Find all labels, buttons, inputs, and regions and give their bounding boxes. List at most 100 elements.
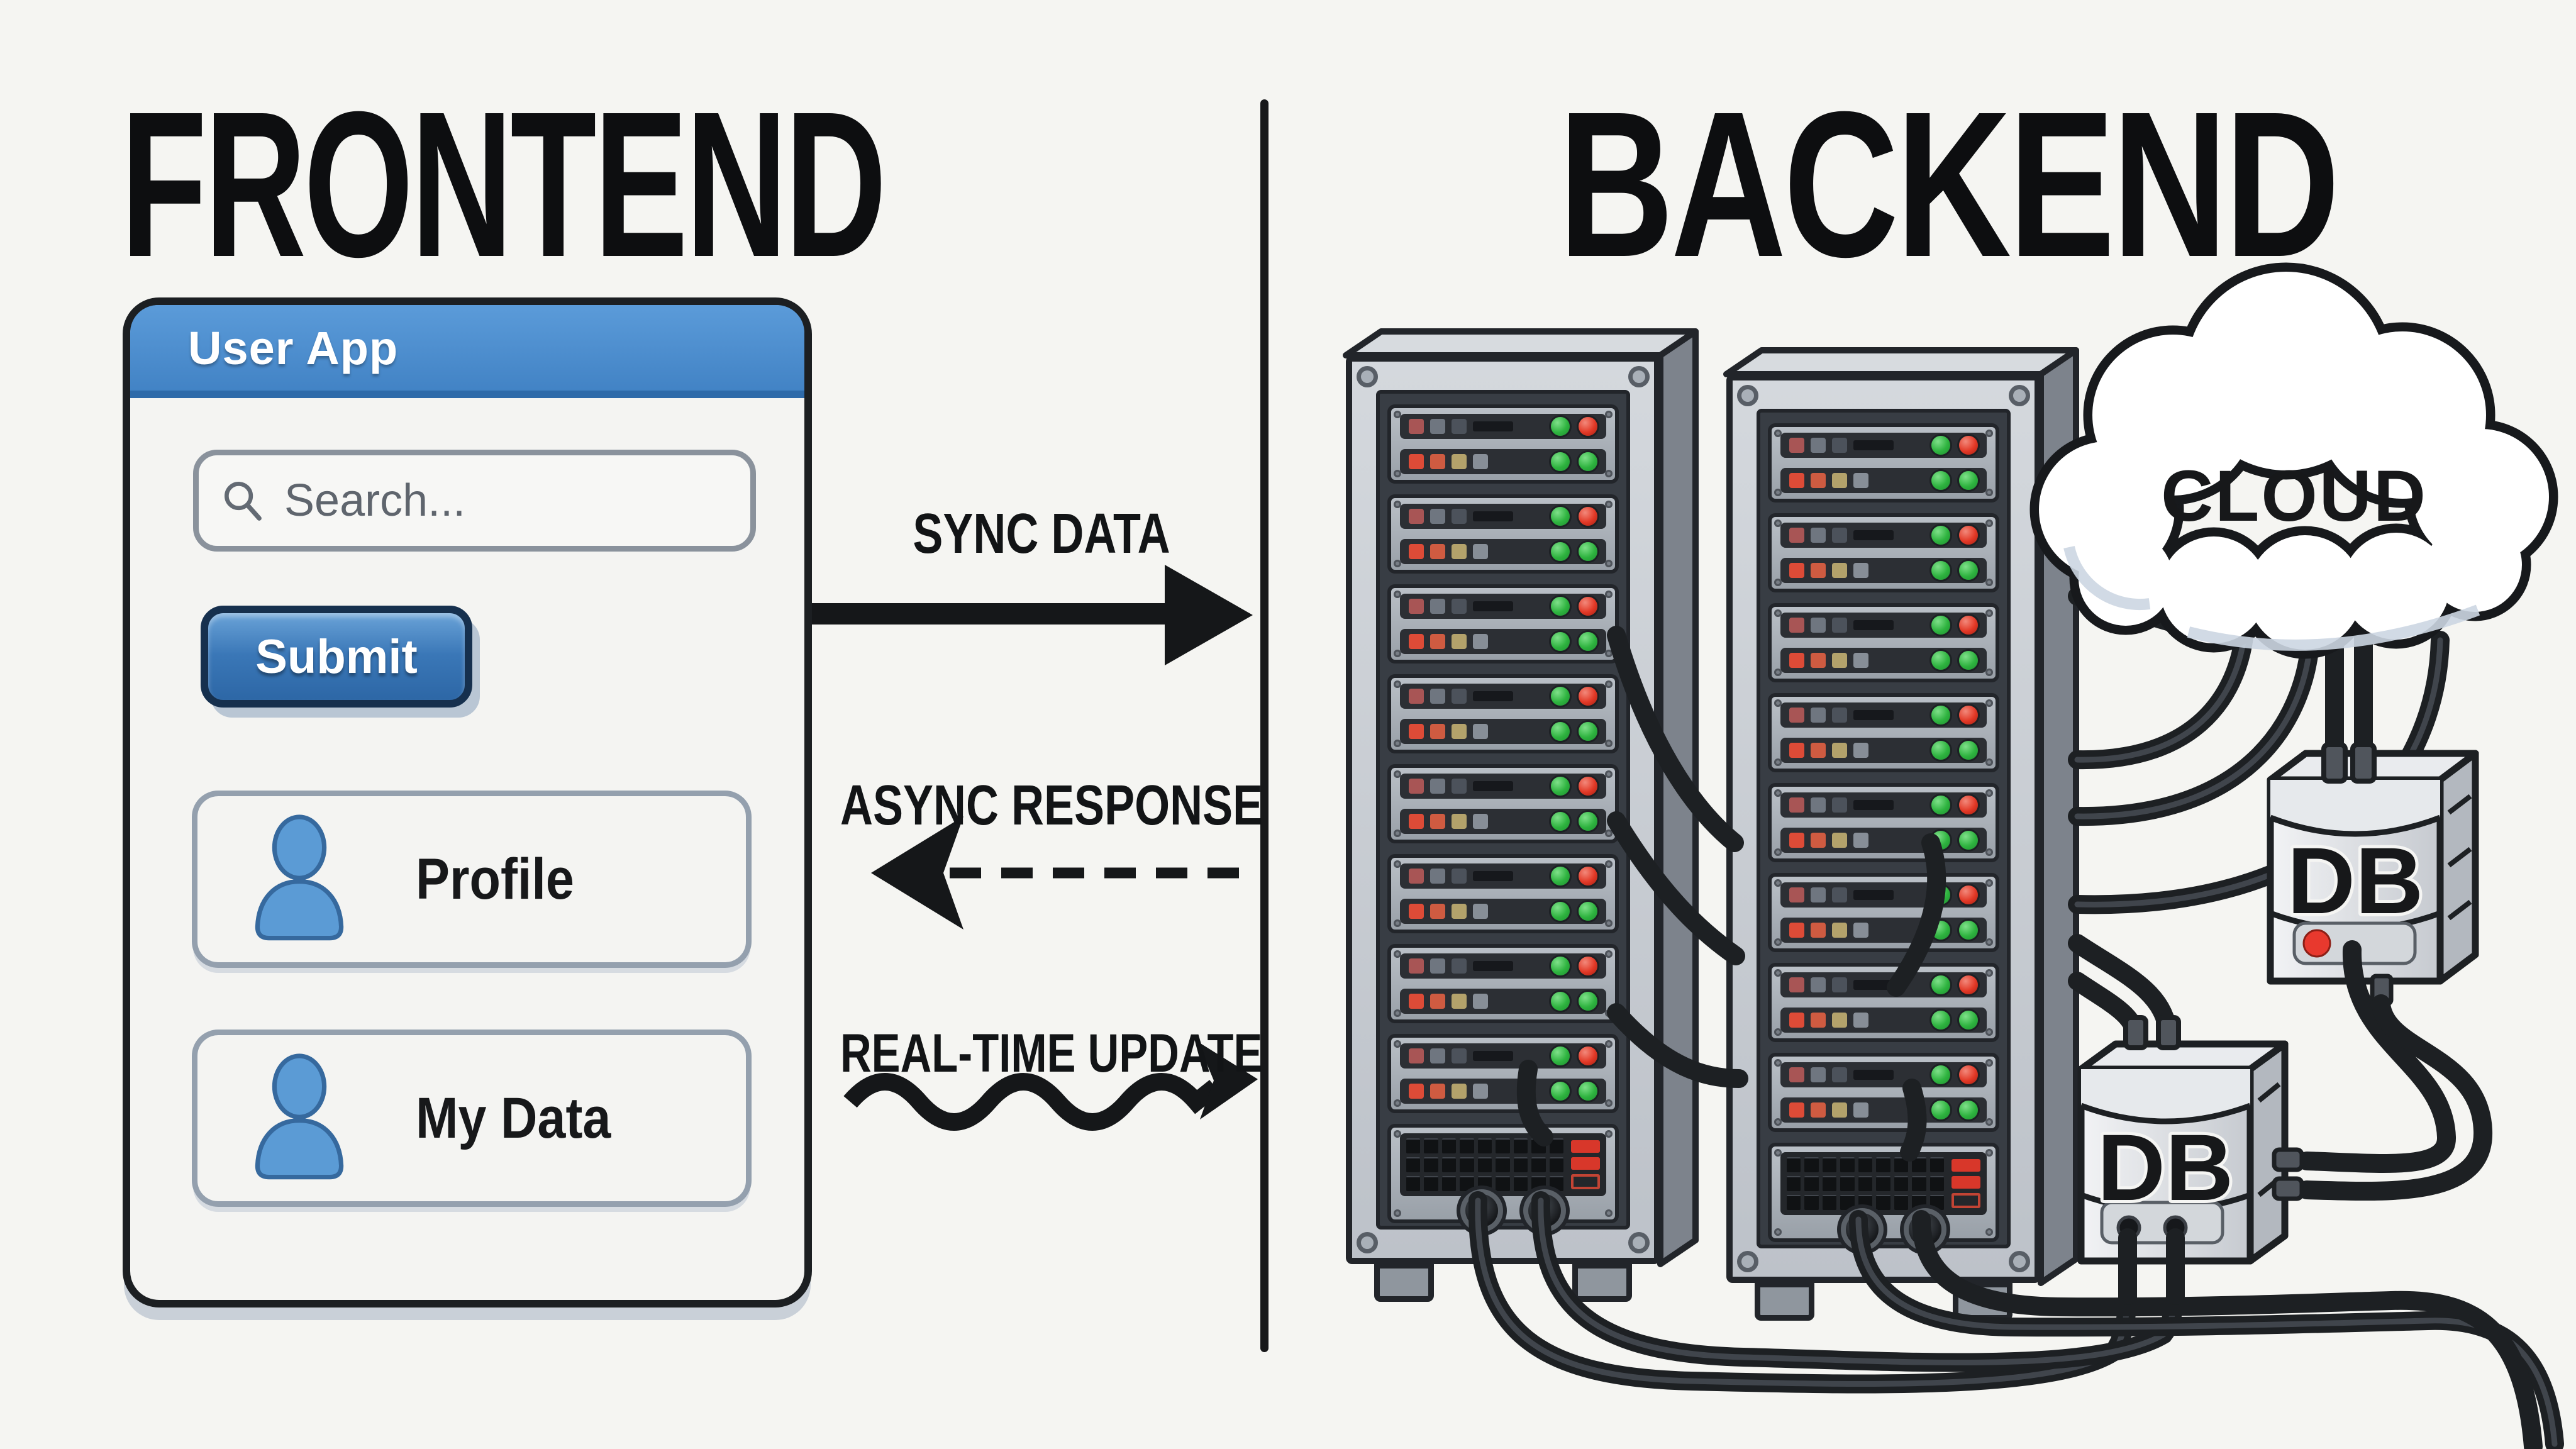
server-slot bbox=[1780, 828, 1987, 853]
server-unit bbox=[1768, 513, 1999, 592]
status-led-green bbox=[1551, 417, 1570, 436]
status-led-green bbox=[1551, 812, 1570, 831]
server-slot bbox=[1400, 899, 1606, 924]
status-led-green bbox=[1959, 651, 1978, 670]
realtime-update-label: REAL-TIME UPDATE bbox=[840, 1023, 1263, 1084]
submit-button[interactable]: Submit bbox=[201, 606, 472, 708]
rack-cavity bbox=[1376, 390, 1630, 1230]
server-unit bbox=[1768, 603, 1999, 682]
status-led-green bbox=[1959, 561, 1978, 580]
app-title-bar: User App bbox=[130, 305, 804, 398]
status-led-red bbox=[1579, 777, 1597, 796]
server-slot bbox=[1780, 1008, 1987, 1033]
server-unit bbox=[1387, 854, 1619, 933]
status-led-green bbox=[1959, 1101, 1978, 1119]
status-led-green bbox=[1931, 651, 1950, 670]
server-slot bbox=[1400, 774, 1606, 799]
status-led-green bbox=[1551, 867, 1570, 886]
status-led-red bbox=[1959, 526, 1978, 545]
server-slot bbox=[1400, 989, 1606, 1014]
section-divider bbox=[1260, 99, 1269, 1352]
server-slot bbox=[1400, 1043, 1606, 1069]
status-led-red bbox=[1959, 616, 1978, 635]
db1-label: DB bbox=[2287, 828, 2424, 933]
server-rack-1 bbox=[1346, 355, 1660, 1264]
status-led-red bbox=[1959, 975, 1978, 994]
status-led-green bbox=[1959, 831, 1978, 850]
cloud: CLOUD bbox=[2029, 262, 2558, 659]
status-led-red bbox=[1579, 867, 1597, 886]
status-led-green bbox=[1931, 975, 1950, 994]
server-slot bbox=[1780, 792, 1987, 818]
search-box[interactable] bbox=[193, 450, 756, 552]
server-slot bbox=[1780, 613, 1987, 638]
user-app-window: User App Submit Profile My Data bbox=[123, 297, 812, 1307]
server-slot bbox=[1400, 504, 1606, 529]
status-led-green bbox=[1551, 687, 1570, 706]
status-led-red bbox=[1579, 957, 1597, 975]
status-led-green bbox=[1579, 632, 1597, 651]
server-unit bbox=[1387, 584, 1619, 663]
server-unit bbox=[1768, 693, 1999, 772]
backend-title: BACKEND bbox=[1558, 68, 2340, 300]
server-unit bbox=[1768, 873, 1999, 952]
status-led-red bbox=[1579, 507, 1597, 526]
sync-data-arrow bbox=[750, 565, 1253, 665]
status-led-green bbox=[1931, 1101, 1950, 1119]
status-led-red bbox=[1959, 1065, 1978, 1084]
server-slot bbox=[1780, 468, 1987, 493]
server-unit bbox=[1768, 1053, 1999, 1132]
status-led-green bbox=[1579, 812, 1597, 831]
server-rack-2 bbox=[1726, 374, 2041, 1283]
nav-item-label: My Data bbox=[416, 1085, 611, 1150]
server-unit bbox=[1768, 423, 1999, 502]
server-slot bbox=[1400, 684, 1606, 709]
app-title: User App bbox=[188, 321, 399, 374]
sync-data-label: SYNC DATA bbox=[913, 502, 1170, 565]
status-led-green bbox=[1579, 542, 1597, 561]
status-led-red bbox=[1959, 886, 1978, 904]
server-unit bbox=[1768, 963, 1999, 1042]
nav-item-profile[interactable]: Profile bbox=[192, 791, 752, 968]
network-cables bbox=[1468, 557, 2564, 1449]
rack-foot bbox=[1572, 1263, 1632, 1302]
status-led-green bbox=[1551, 957, 1570, 975]
search-input[interactable] bbox=[283, 474, 729, 527]
status-led-green bbox=[1931, 741, 1950, 760]
nav-item-my-data[interactable]: My Data bbox=[192, 1030, 752, 1207]
status-led-green bbox=[1551, 452, 1570, 471]
cable-connector bbox=[2272, 1147, 2304, 1172]
db2-label: DB bbox=[2097, 1114, 2234, 1220]
status-led-green bbox=[1579, 452, 1597, 471]
status-led-green bbox=[1959, 1011, 1978, 1030]
server-slot bbox=[1400, 414, 1606, 439]
server-slot bbox=[1400, 809, 1606, 834]
status-led-green bbox=[1931, 471, 1950, 490]
status-led-green bbox=[1931, 706, 1950, 724]
status-led-green bbox=[1551, 722, 1570, 741]
status-led-green bbox=[1579, 992, 1597, 1011]
cable-connector bbox=[2123, 1015, 2148, 1050]
server-slot bbox=[1780, 1097, 1987, 1123]
realtime-update-arrow bbox=[843, 1041, 1258, 1131]
patch-panel bbox=[1768, 1143, 1999, 1246]
status-led-green bbox=[1551, 1082, 1570, 1101]
server-unit bbox=[1387, 1034, 1619, 1113]
patch-ports bbox=[1780, 1152, 1987, 1215]
server-slot bbox=[1780, 648, 1987, 673]
status-led-green bbox=[1931, 616, 1950, 635]
rack-cavity bbox=[1757, 409, 2011, 1248]
status-led-green bbox=[1931, 526, 1950, 545]
server-unit bbox=[1387, 674, 1619, 753]
db-status-led bbox=[2302, 929, 2331, 958]
server-slot bbox=[1780, 558, 1987, 583]
server-slot bbox=[1400, 719, 1606, 744]
server-slot bbox=[1400, 1079, 1606, 1104]
server-slot bbox=[1400, 629, 1606, 654]
user-icon bbox=[255, 814, 344, 941]
status-led-red bbox=[1959, 796, 1978, 814]
server-slot bbox=[1780, 433, 1987, 458]
